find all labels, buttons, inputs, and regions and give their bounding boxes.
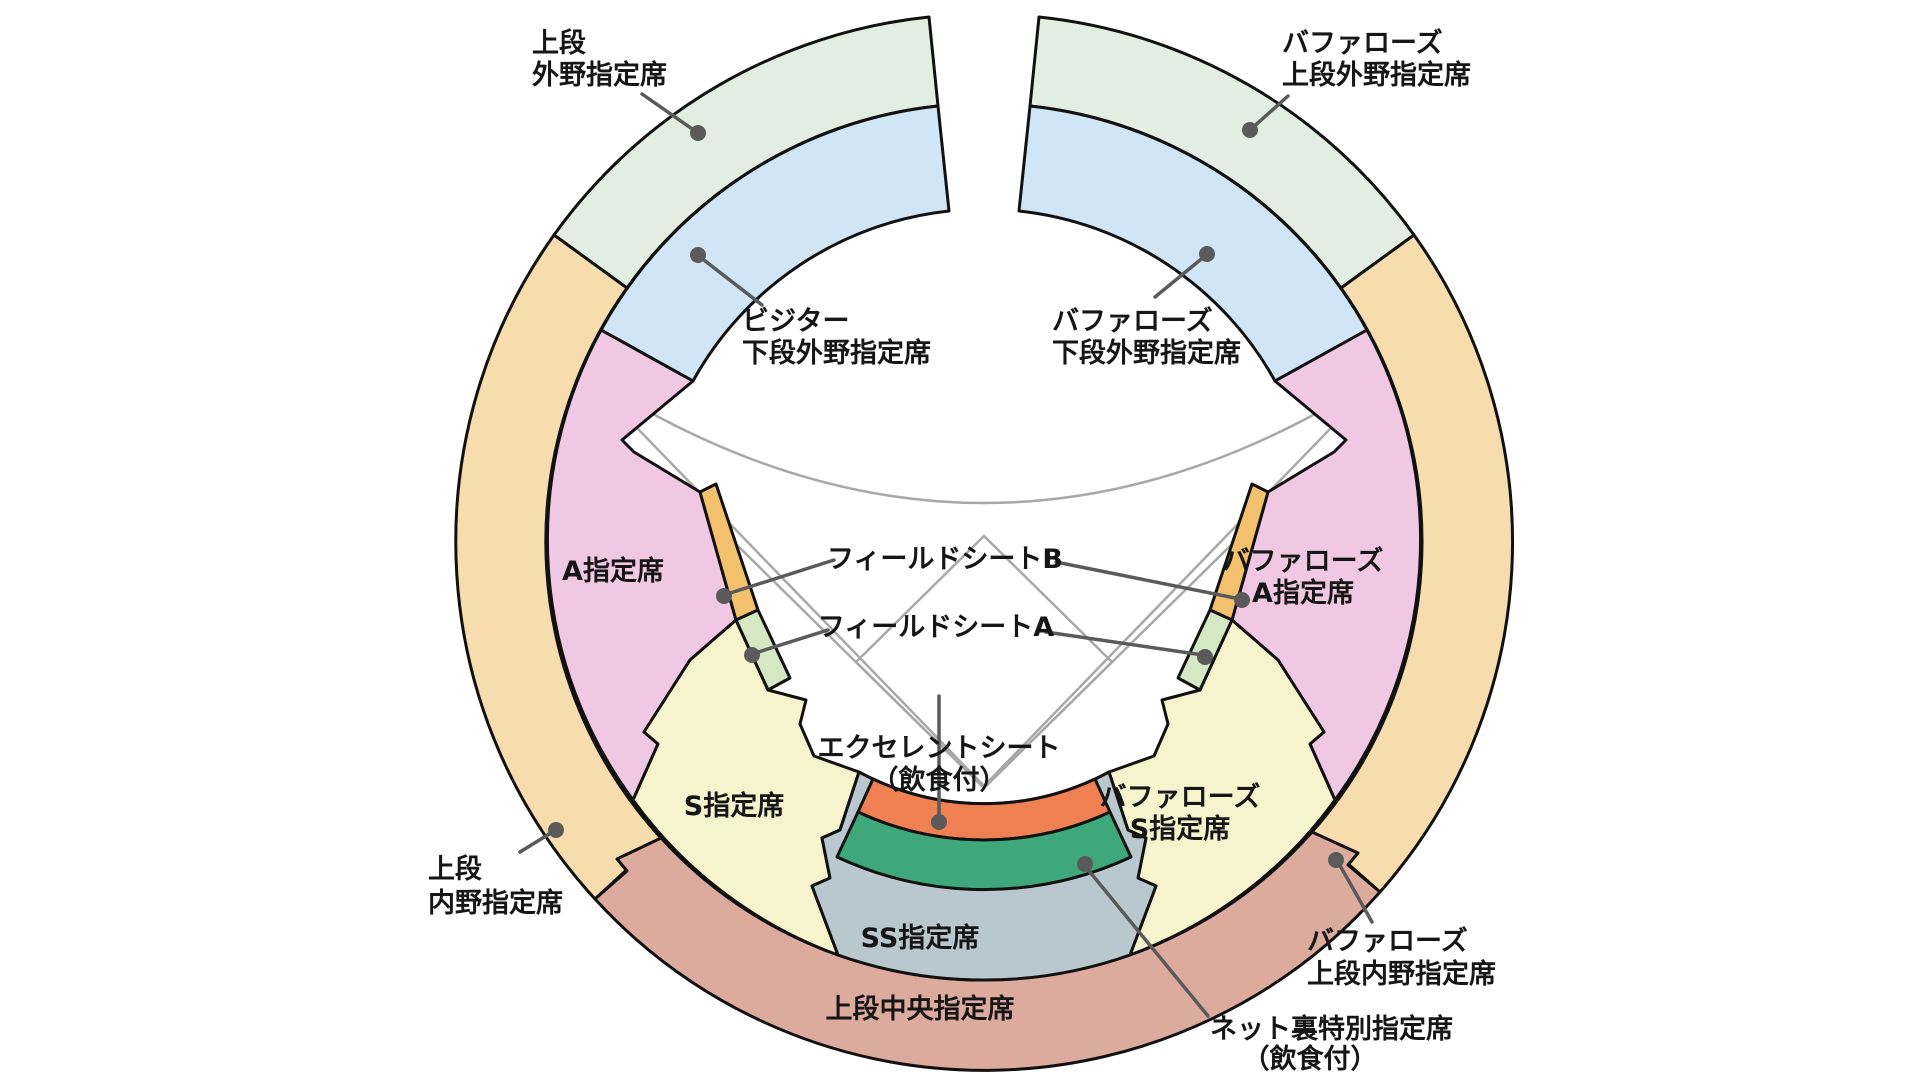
section-visitor-lower-outfield-shape bbox=[599, 104, 951, 383]
outfield-fence-arc bbox=[641, 406, 1327, 505]
leader-field-seat-a-right bbox=[1044, 630, 1205, 657]
leader-dot-field-seat-b-left bbox=[716, 588, 732, 604]
label-buffaloes-upper-outfield-1: バファローズ bbox=[1282, 27, 1443, 59]
leader-dot-field-seat-a-right bbox=[1197, 649, 1213, 665]
section-net-ura-special-shape bbox=[835, 810, 1133, 892]
label-buffaloes-lower-outfield-1: バファローズ bbox=[1052, 305, 1213, 337]
label-buffaloes-upper-infield-2: 上段内野指定席 bbox=[1307, 958, 1496, 990]
label-buffaloes-s-reserved-2: S指定席 bbox=[1130, 813, 1230, 845]
leader-dot-field-seat-a-left bbox=[744, 647, 760, 663]
section-labels: 上段 外野指定席 バファローズ 上段外野指定席 ビジター 下段外野指定席 バファ… bbox=[428, 27, 1496, 1075]
leader-buffaloes-lower-outfield bbox=[1153, 254, 1207, 299]
label-s-reserved: S指定席 bbox=[684, 790, 784, 822]
leader-dot-visitor-lower-outfield bbox=[690, 247, 706, 263]
label-upper-outfield-left-2: 外野指定席 bbox=[532, 59, 667, 91]
label-excellent-seat-2: （飲食付） bbox=[872, 764, 1007, 796]
leader-upper-outfield-left bbox=[640, 92, 700, 135]
label-ss-reserved: SS指定席 bbox=[861, 922, 980, 954]
leader-dot-upper-outfield-left bbox=[690, 125, 706, 141]
label-upper-infield-left-1: 上段 bbox=[428, 854, 482, 885]
label-upper-center: 上段中央指定席 bbox=[826, 993, 1015, 1025]
leader-buffaloes-upper-outfield bbox=[1248, 94, 1290, 132]
infield-diamond bbox=[854, 534, 1114, 790]
playing-field-lines bbox=[607, 397, 1361, 790]
leader-field-seat-a-left bbox=[750, 628, 830, 656]
label-field-seat-b: フィールドシートB bbox=[827, 544, 1063, 575]
label-net-ura-special-1: ネット裏特別指定席 bbox=[1210, 1013, 1453, 1045]
label-field-seat-a: フィールドシートA bbox=[818, 612, 1054, 643]
leader-upper-infield-left bbox=[518, 829, 556, 854]
label-buffaloes-a-reserved-2: A指定席 bbox=[1252, 577, 1354, 609]
label-buffaloes-upper-outfield-2: 上段外野指定席 bbox=[1282, 59, 1471, 91]
leader-dot-buffaloes-upper-outfield bbox=[1242, 122, 1258, 138]
leader-dot-buffaloes-upper-infield bbox=[1328, 852, 1344, 868]
leader-lines bbox=[518, 92, 1374, 1018]
label-buffaloes-s-reserved-1: バファローズ bbox=[1100, 781, 1261, 813]
label-upper-infield-left-2: 内野指定席 bbox=[428, 887, 563, 919]
leader-visitor-lower-outfield bbox=[698, 255, 764, 307]
foul-line-right bbox=[983, 397, 1361, 787]
leader-field-seat-b-right bbox=[1054, 560, 1242, 601]
label-buffaloes-upper-infield-1: バファローズ bbox=[1307, 925, 1468, 957]
label-excellent-seat-1: エクセレントシート bbox=[818, 733, 1061, 764]
leader-net-ura-special bbox=[1083, 864, 1210, 1018]
foul-line-left bbox=[607, 397, 985, 787]
label-a-reserved: A指定席 bbox=[562, 555, 664, 587]
leader-dot-net-ura-special bbox=[1077, 856, 1093, 872]
leader-buffaloes-upper-infield bbox=[1336, 860, 1374, 924]
label-buffaloes-a-reserved-1: バファローズ bbox=[1223, 545, 1384, 577]
leader-dot-excellent-seat bbox=[931, 814, 947, 830]
label-net-ura-special-2: （飲食付） bbox=[1243, 1043, 1378, 1075]
label-visitor-lower-outfield-2: 下段外野指定席 bbox=[742, 337, 931, 369]
leader-dot-buffaloes-lower-outfield bbox=[1199, 246, 1215, 262]
label-visitor-lower-outfield-1: ビジター bbox=[742, 306, 849, 337]
label-buffaloes-lower-outfield-2: 下段外野指定席 bbox=[1052, 337, 1241, 369]
leader-field-seat-b-left bbox=[722, 558, 836, 597]
label-upper-outfield-left-1: 上段 bbox=[532, 28, 586, 59]
leader-dot-field-seat-b-right bbox=[1234, 592, 1250, 608]
section-buffaloes-s-reserved-shape bbox=[1107, 618, 1337, 957]
section-s-reserved-shape bbox=[631, 618, 861, 957]
leader-dot-upper-infield-left bbox=[548, 822, 564, 838]
